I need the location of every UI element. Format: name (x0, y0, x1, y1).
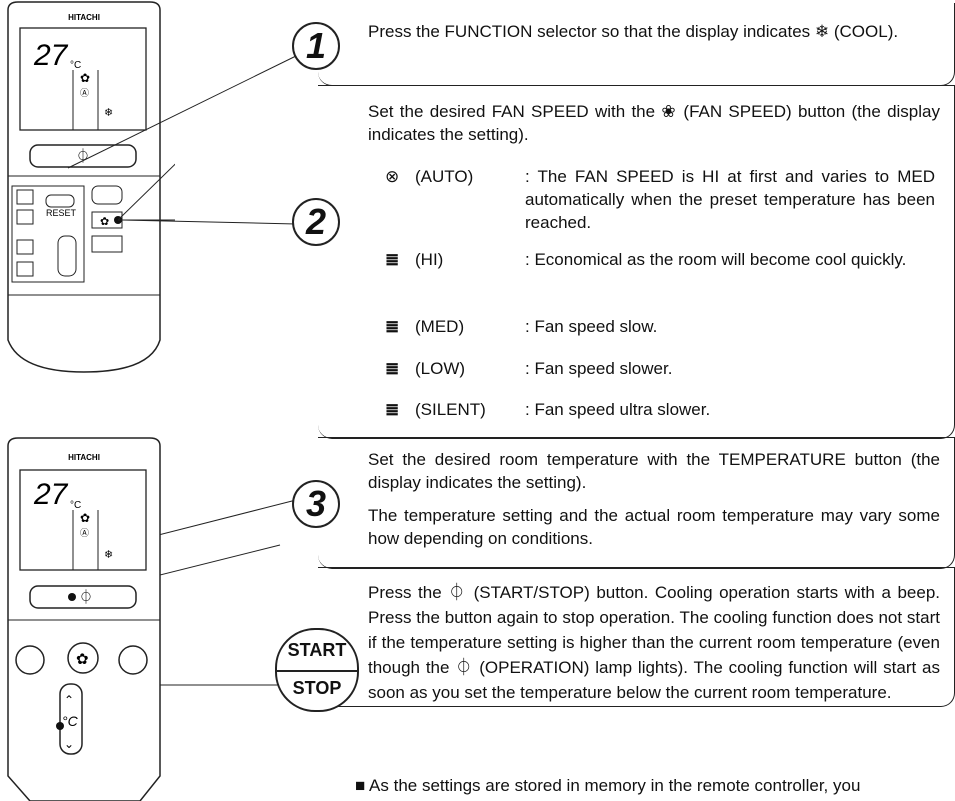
step-2-intro: Set the desired FAN SPEED with the ❀ (FA… (368, 102, 940, 144)
svg-text:⏀: ⏀ (79, 589, 93, 605)
step-3-number: 3 (292, 480, 340, 528)
svg-text:⌃: ⌃ (64, 693, 74, 707)
remote-brand: HITACHI (68, 13, 100, 22)
stop-label: STOP (292, 678, 342, 698)
svg-text:⌄: ⌄ (64, 737, 74, 751)
remote-display-2 (19, 469, 147, 571)
display-auto-icon-2: Ⓐ (80, 528, 89, 538)
fan-auto-desc: : The FAN SPEED is HI at first and varie… (525, 167, 935, 232)
svg-text:⏀: ⏀ (76, 148, 90, 164)
start-stop-badge: START STOP (275, 628, 359, 712)
step-3-text-1: Set the desired room temperature with th… (368, 450, 940, 492)
swing-button[interactable] (91, 235, 123, 253)
power-button[interactable] (16, 261, 34, 277)
start-stop-button-2[interactable] (29, 585, 137, 609)
fan-low-desc: : Fan speed slower. (525, 359, 673, 378)
sleep-button[interactable] (16, 239, 34, 255)
fan-med-label: (MED) (415, 317, 465, 336)
fan-med-icon: ≣ (385, 317, 400, 336)
fan-auto-icon: ⊗ (385, 167, 400, 186)
swing-button-2[interactable] (118, 645, 148, 675)
step-4-text: Press the ⏀ (START/STOP) button. Cooling… (368, 583, 940, 702)
display-fan-icon: ✿ (80, 71, 90, 85)
fan-silent-label: (SILENT) (415, 400, 486, 419)
step-3-text-2: The temperature setting and the actual r… (368, 506, 940, 548)
fan-silent-icon: ≣ (385, 400, 400, 419)
timer-on-button[interactable] (16, 189, 34, 205)
temp-up-down-button[interactable] (57, 235, 77, 277)
fan-hi-icon: ≣ (385, 250, 400, 269)
fan-hi-label: (HI) (415, 250, 444, 269)
display-fan-icon-2: ✿ (80, 511, 90, 525)
timer-off-button[interactable] (16, 209, 34, 225)
display-temperature: 27 (33, 39, 69, 72)
display-auto-icon: Ⓐ (80, 88, 89, 98)
svg-text:✿: ✿ (76, 651, 89, 668)
display-cool-icon-2: ❄ (104, 549, 113, 561)
step-1-text: Press the FUNCTION selector so that the … (368, 22, 899, 41)
remote-control-bottom: HITACHI 27 °C ✿ Ⓐ ❄ ⏀ ✿ ⌃ °C ⌄ (7, 437, 161, 801)
step-2-number: 2 (292, 198, 340, 246)
start-label: START (287, 640, 347, 660)
fan-med-desc: : Fan speed slow. (525, 317, 658, 336)
reset-label: RESET (46, 208, 77, 218)
start-stop-button[interactable] (29, 144, 137, 168)
step-1-number: 1 (292, 22, 340, 70)
mode-button[interactable] (15, 645, 45, 675)
function-button[interactable] (91, 185, 123, 205)
fan-low-label: (LOW) (415, 359, 466, 378)
cancel-button[interactable] (45, 194, 75, 208)
fan-button[interactable] (67, 642, 99, 674)
fan-silent-desc: : Fan speed ultra slower. (525, 400, 711, 419)
svg-text:✿: ✿ (100, 216, 109, 228)
display-unit-2: °C (70, 500, 81, 511)
display-cool-icon: ❄ (104, 107, 113, 119)
fan-hi-desc: : Economical as the room will become coo… (525, 250, 907, 269)
temp-unit-label: °C (62, 713, 79, 729)
fan-low-icon: ≣ (385, 359, 400, 378)
display-temperature-2: 27 (33, 478, 69, 511)
memory-note: ■ As the settings are stored in memory i… (355, 776, 861, 795)
remote-control-top: HITACHI 27 °C ✿ Ⓐ ❄ ⏀ RESET ✿ (7, 1, 175, 373)
step-1-panel (318, 3, 955, 86)
remote-display (19, 27, 147, 131)
fan-auto-label: (AUTO) (415, 167, 474, 186)
remote-brand-2: HITACHI (68, 453, 100, 462)
temperature-button[interactable] (59, 683, 83, 755)
display-unit: °C (70, 60, 81, 71)
